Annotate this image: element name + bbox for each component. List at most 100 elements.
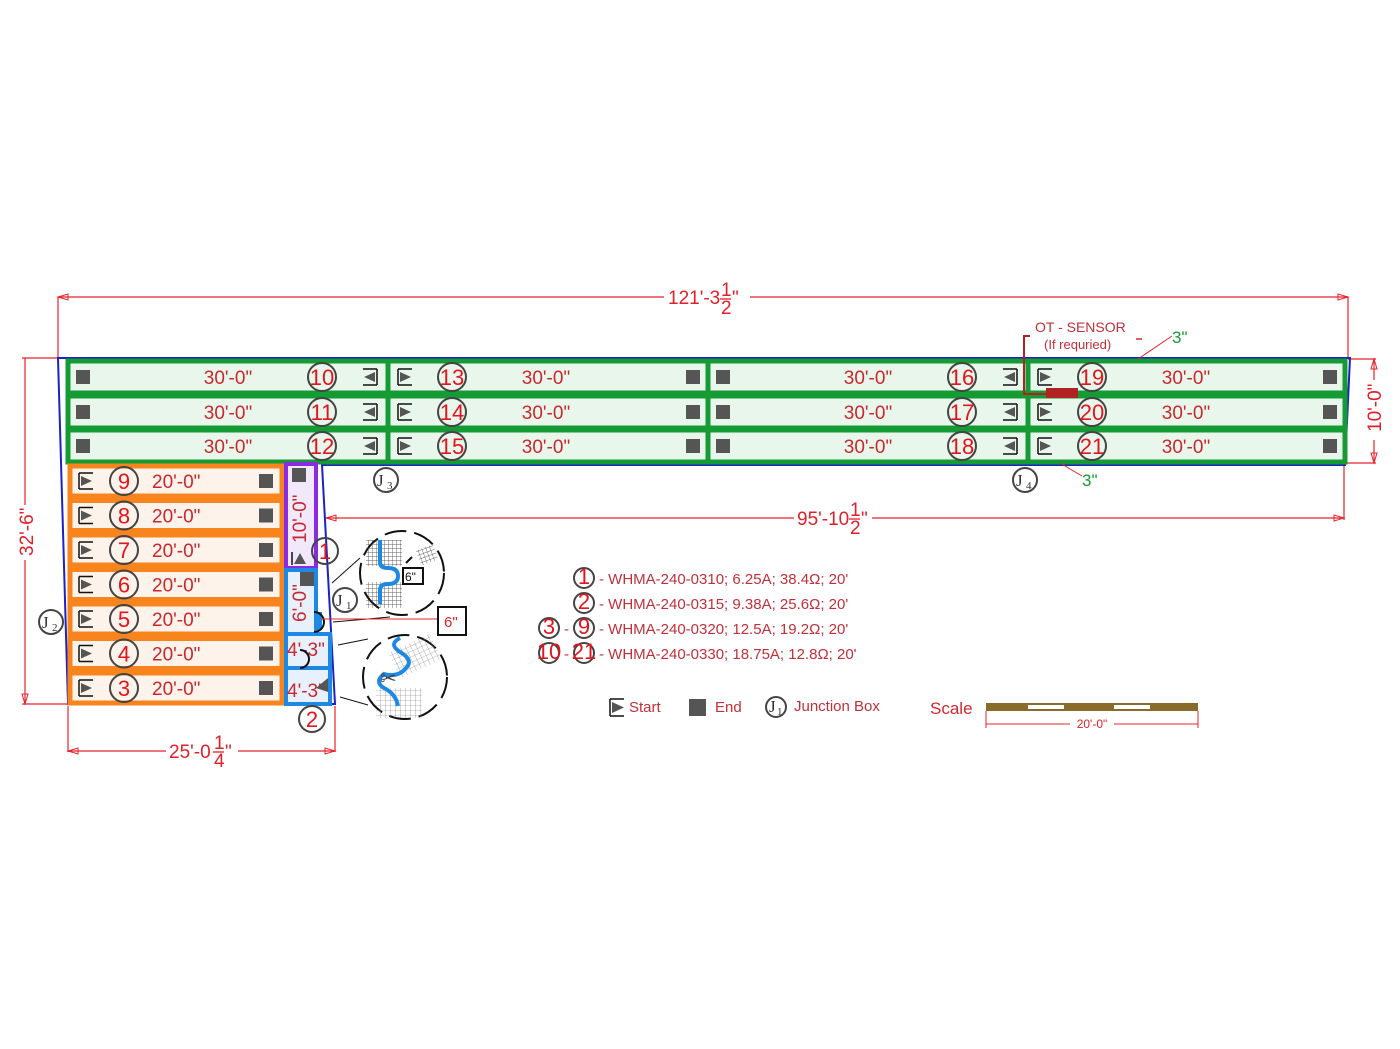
svg-text:4: 4 [214,751,225,772]
legend-keys: Start End J 1 Junction Box [609,696,880,718]
legend-specs: 1- WHMA-240-0310; 6.25A; 38.4Ω; 20'2 - WH… [537,564,857,664]
scale-label: Scale [930,699,973,718]
sensor-label: OT - SENSOR [1035,319,1126,335]
end-icon [716,405,730,419]
mat-18[interactable]: 30'-0" 18 [705,427,1031,465]
legend-spec-row: 3-9- WHMA-240-0320; 12.5A; 19.2Ω; 20' [538,614,848,639]
svg-text:18: 18 [950,434,974,459]
svg-text:2: 2 [578,589,590,614]
svg-text:30'-0": 30'-0" [1162,437,1210,458]
mat-2[interactable]: 6'-0" 4'-3" 4'-3" 2 [284,568,332,733]
scissors-icon: ✂ [380,668,397,690]
svg-text:4: 4 [118,642,130,667]
svg-text:20: 20 [1080,400,1104,425]
svg-text:20'-0": 20'-0" [152,679,200,700]
ot-sensor[interactable]: OT - SENSOR (If requried) [1023,319,1142,398]
svg-text:J: J [1016,471,1023,490]
svg-text:20'-0": 20'-0" [152,576,200,597]
junction-icon [765,696,787,718]
scale-value: 20'-0" [1077,717,1108,731]
end-icon [686,405,700,419]
svg-text:J: J [377,471,384,490]
end-icon [1323,439,1337,453]
start-icon [78,644,93,663]
svg-text:9: 9 [118,469,130,494]
svg-text:21: 21 [572,639,596,664]
svg-text:-: - [564,621,569,638]
svg-text:20'-0": 20'-0" [152,541,200,562]
start-icon [363,368,378,386]
end-icon [76,370,90,384]
mat-12[interactable]: 30'-0" 12 [65,427,391,465]
mat-number-marker [109,535,139,565]
mat-21[interactable]: 21 30'-0" [1025,427,1348,465]
svg-text:Start: Start [629,699,662,716]
junction-box-j4[interactable]: J 4 [1012,467,1038,493]
mat-2-segment-2: 4'-3" [287,640,325,661]
end-icon [259,612,273,626]
svg-text:20'-0": 20'-0" [152,610,200,631]
mat-1[interactable]: 10'-0" 1 [284,462,339,570]
svg-text:- WHMA-240-0315; 9.38A; 25.6Ω;: - WHMA-240-0315; 9.38A; 25.6Ω; 20' [599,596,848,613]
start-icon [316,678,328,692]
svg-text:30'-0": 30'-0" [1162,403,1210,424]
svg-text:1: 1 [319,539,331,564]
sensor-note: (If requried) [1044,337,1111,352]
start-icon [363,437,378,455]
start-icon [1037,437,1052,455]
end-icon [292,468,306,482]
svg-text:1: 1 [777,706,783,718]
mat-number-marker [307,362,337,392]
mat-10[interactable]: 30'-0"10 [65,358,391,396]
mat-16[interactable]: 30'-0"16 [705,358,1031,396]
gap-callout-top: 3" [1137,328,1188,360]
overall-width-frac-den: 2 [721,298,732,319]
svg-text:1: 1 [214,733,225,754]
svg-text:20'-0": 20'-0" [152,507,200,528]
start-icon [78,541,93,559]
end-icon [259,646,273,661]
svg-text:3: 3 [543,614,555,639]
legend-spec-row: 1- WHMA-240-0310; 6.25A; 38.4Ω; 20' [573,564,848,589]
svg-text:-: - [564,646,569,663]
start-icon [1037,403,1052,421]
svg-text:30'-0": 30'-0" [844,437,892,458]
start-icon [78,679,93,697]
svg-text:12: 12 [310,434,334,459]
svg-text:30'-0": 30'-0" [204,368,252,389]
mat-17[interactable]: 30'-0"17 [705,393,1031,431]
right-height-dimension: 10'-0" [1345,357,1386,465]
svg-text:- WHMA-240-0310; 6.25A; 38.4Ω;: - WHMA-240-0310; 6.25A; 38.4Ω; 20' [599,571,848,588]
mat-7[interactable]: 7 20'-0" [67,532,285,568]
junction-box-j2[interactable]: J 2 [38,609,64,635]
mat-number-marker [1077,431,1107,461]
mat-11[interactable]: 30'-0"11 [65,393,391,431]
end-icon [716,370,730,384]
svg-text:30'-0": 30'-0" [204,437,252,458]
svg-text:21: 21 [1080,434,1104,459]
svg-text:": " [732,288,739,309]
bottom-width-dimension: 25'-0 1 4 " [66,706,337,772]
end-icon [689,699,706,716]
svg-text:3: 3 [387,480,393,492]
svg-text:7: 7 [118,538,130,563]
svg-text:16: 16 [950,365,974,390]
start-icon [291,552,306,565]
junction-box-j3[interactable]: J 3 [373,467,399,493]
junction-box-j1[interactable]: J 1 [332,587,358,613]
mat-20[interactable]: 20 30'-0" [1025,393,1348,431]
mat-2-marker [298,705,326,733]
start-icon [397,403,412,421]
svg-text:15: 15 [440,434,464,459]
